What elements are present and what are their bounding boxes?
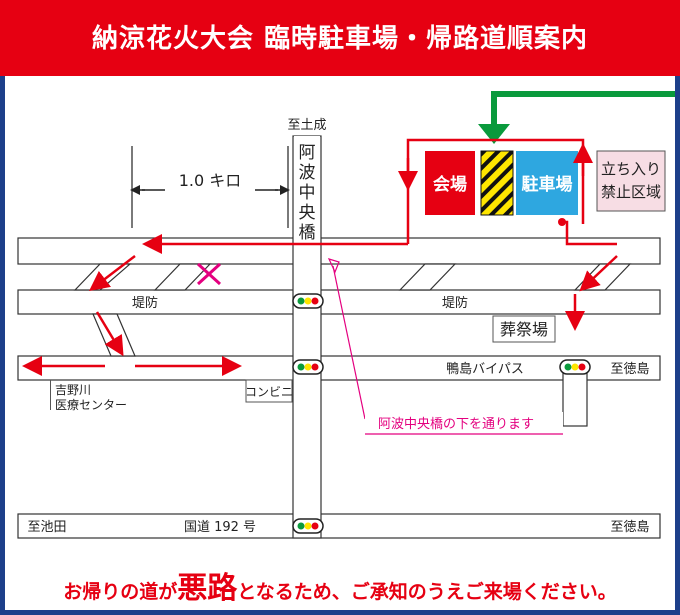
route192-label: 国道 192 号 (184, 520, 256, 535)
scale-label: 1.0 キロ (179, 171, 242, 190)
traffic-light-icon (292, 518, 324, 534)
pointer-hand-icon (327, 258, 340, 274)
bridge-label-char-4: 央 (299, 203, 316, 223)
parking-label: 駐車場 (522, 174, 573, 195)
to-doseri-label: 至土成 (287, 118, 326, 133)
parking-block (516, 151, 578, 215)
restricted-area (596, 150, 666, 212)
parking-exit-dot (558, 218, 566, 226)
bridge-label-char-5: 橋 (299, 223, 316, 243)
return-route (22, 138, 618, 376)
road-diag-5 (92, 313, 136, 357)
route-map: 1.0 キロ 阿波中央橋の下を通ります 至土成 阿 波 中 央 橋 会場 駐車場… (5, 76, 675, 610)
bypass-label: 鴨島バイパス (446, 362, 524, 377)
road-right-branch (562, 367, 588, 427)
scale-bar: 1.0 キロ (130, 146, 290, 228)
to-tokushima-1: 至徳島 (610, 362, 649, 377)
traffic-light-icon (292, 293, 324, 309)
road-route192 (17, 513, 661, 539)
header-banner: 納涼花火大会 臨時駐車場・帰路道順案内 (0, 0, 680, 76)
approach-arrow-icon (478, 124, 510, 144)
funeral-hall-box (492, 315, 556, 343)
traffic-light-icon (292, 359, 324, 375)
levee-label-left: 堤防 (132, 295, 158, 311)
to-ikeda-label: 至池田 (27, 520, 66, 535)
yoshinogawa-label-1: 吉野川 (55, 383, 91, 397)
restricted-label-2: 禁止区域 (601, 183, 661, 201)
traffic-light-icon (559, 359, 591, 375)
venue-block (425, 151, 475, 215)
no-entry-icon (196, 262, 222, 286)
road-top (17, 237, 661, 265)
page-title: 納涼花火大会 臨時駐車場・帰路道順案内 (91, 24, 589, 54)
bridge-label-char-1: 阿 (299, 143, 316, 163)
warning-emphasis: 悪路 (177, 571, 238, 606)
restricted-label-1: 立ち入り (601, 160, 661, 178)
map-canvas: 1.0 キロ 阿波中央橋の下を通ります 至土成 阿 波 中 央 橋 会場 駐車場… (17, 91, 675, 539)
hazard-zone (480, 150, 514, 216)
under-bridge-note: 阿波中央橋の下を通ります (378, 417, 534, 432)
bridge-label-char-3: 中 (299, 183, 316, 203)
to-tokushima-2: 至徳島 (610, 520, 649, 535)
venue-label: 会場 (433, 174, 467, 195)
warning-prefix: お帰りの道が (63, 581, 178, 603)
levee-label-right: 堤防 (442, 295, 468, 311)
funeral-hall-label: 葬祭場 (500, 320, 548, 339)
traffic-lights (292, 293, 591, 534)
warning-suffix: となるため、ご承知のうえご来場ください。 (237, 581, 617, 603)
warning-note: お帰りの道が悪路となるため、ご承知のうえご来場ください。 (0, 563, 680, 607)
under-bridge-annotation: 阿波中央橋の下を通ります (327, 258, 563, 438)
approach-route (478, 91, 675, 144)
yoshinogawa-label-2: 医療センター (55, 398, 127, 412)
road-diag-1 (73, 263, 132, 291)
road-diag-3 (398, 263, 457, 291)
konbini-label: コンビニ (245, 385, 293, 399)
bridge-label-char-2: 波 (299, 163, 316, 183)
road-bypass (17, 355, 661, 381)
